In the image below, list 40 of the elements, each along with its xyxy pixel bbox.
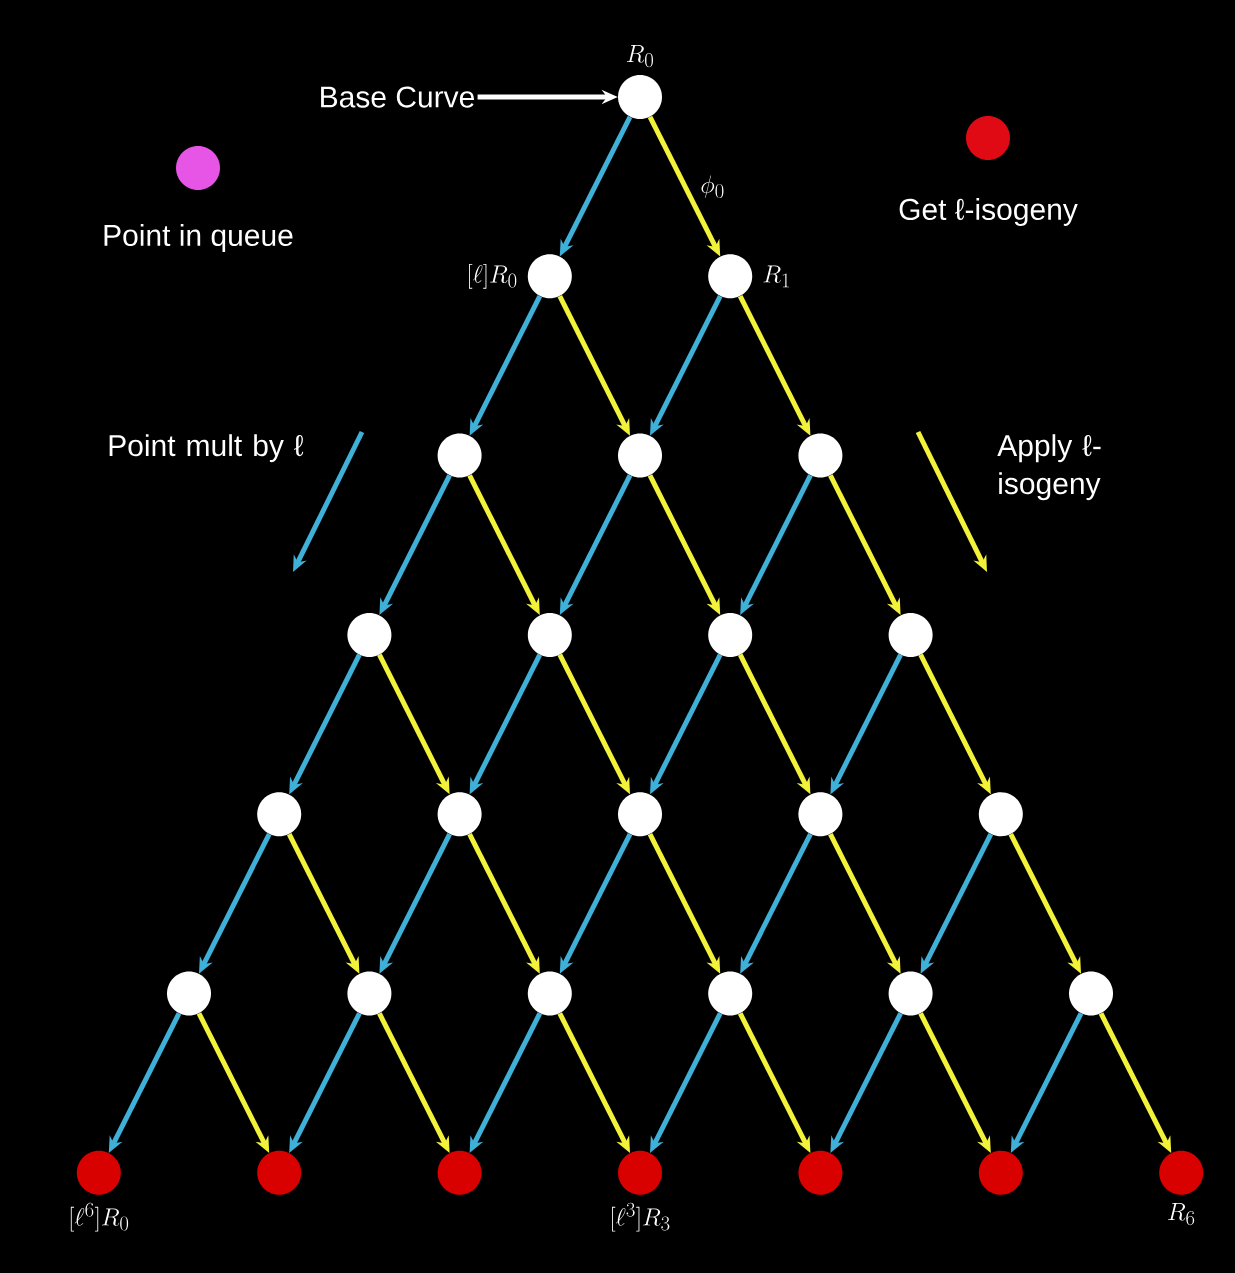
point-label: $R_0$ <box>626 45 653 68</box>
point-circle <box>888 971 933 1016</box>
point-label: $R_1$ <box>763 265 789 288</box>
legend-label: Apply ℓ-isogeny <box>997 434 1101 501</box>
point-circle <box>437 1150 482 1195</box>
point-circle <box>527 612 572 657</box>
point-circle <box>527 971 572 1016</box>
point-label: $[\ell]R_0$ <box>469 263 517 289</box>
point-circle <box>347 971 392 1016</box>
legend-label: Point in queue <box>104 224 293 252</box>
point-circle <box>798 433 843 478</box>
point-label: $[\ell^3]R_3$ <box>612 1202 670 1232</box>
point-circle <box>257 792 302 837</box>
point-circle <box>257 1150 302 1195</box>
point-circle <box>76 1150 121 1195</box>
point-circle <box>618 433 662 478</box>
point-circle <box>618 792 662 837</box>
point-circle <box>978 792 1023 837</box>
point-circle <box>618 1150 662 1195</box>
point-label: $[\ell^6]R_0$ <box>70 1202 129 1232</box>
point-circle <box>708 971 753 1016</box>
point-circle <box>708 254 753 299</box>
legend-label: Get ℓ-isogeny <box>899 198 1078 226</box>
text-label: Base Curve <box>321 86 474 108</box>
point-circle <box>618 75 662 119</box>
point-circle <box>437 792 482 837</box>
edge-label: $\phi_0$ <box>699 174 726 199</box>
point-circle <box>1069 971 1113 1016</box>
point-circle <box>437 433 482 478</box>
point-circle <box>798 792 843 837</box>
point-circle <box>888 612 933 657</box>
legend-label: Point mult by ℓ <box>109 434 304 463</box>
point-circle <box>1159 1150 1204 1195</box>
point-circle <box>527 254 572 299</box>
point-circle <box>167 971 211 1016</box>
point-circle <box>347 612 392 657</box>
point-label: $R_6$ <box>1168 1203 1195 1226</box>
point-circle <box>798 1150 843 1195</box>
point-circle <box>978 1150 1023 1195</box>
point-circle <box>708 612 753 657</box>
